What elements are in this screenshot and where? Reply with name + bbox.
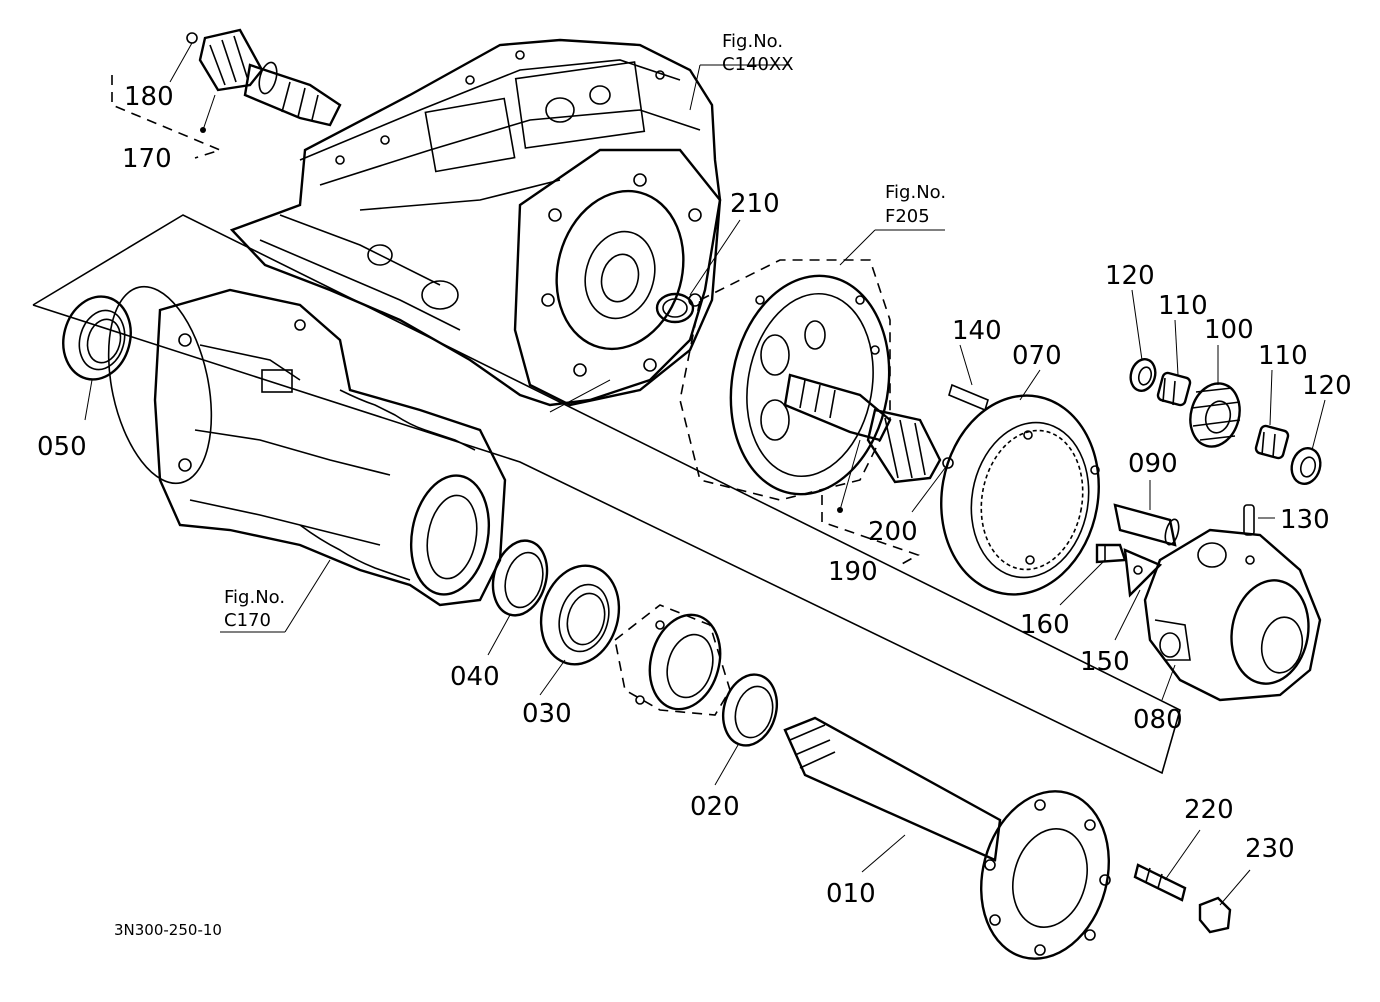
fig-ref-f205: Fig.No. F205 — [885, 182, 946, 227]
pin-140 — [948, 383, 989, 412]
part-label-140: 140 — [952, 316, 1002, 346]
nut-230 — [1198, 896, 1232, 934]
part-label-020: 020 — [690, 792, 740, 822]
gear-100 — [1189, 382, 1241, 448]
pin-130 — [1243, 504, 1255, 536]
group-bracket-190 — [821, 495, 920, 566]
pin-090 — [1113, 503, 1180, 547]
leader-lines — [84, 42, 1326, 906]
fig-ref-c140xx: Fig.No. C140XX — [722, 31, 794, 75]
drawing-code: 3N300-250-10 — [114, 921, 222, 939]
fig-ref-c170-line1: Fig.No. — [224, 587, 285, 608]
fig-ref-f205-line1: Fig.No. — [885, 182, 946, 203]
part-label-110-right: 110 — [1258, 341, 1308, 371]
part-label-190: 190 — [828, 557, 878, 587]
part-label-030: 030 — [522, 699, 572, 729]
seal-020 — [722, 673, 778, 747]
fig-ref-c170-line2: C170 — [224, 610, 271, 631]
group-bracket-170 — [111, 75, 223, 159]
o-ring-210 — [655, 292, 695, 324]
part-label-210: 210 — [730, 189, 780, 219]
ring-gear-070 — [940, 394, 1100, 596]
part-label-180: 180 — [124, 82, 174, 112]
fig-ref-c170: Fig.No. C170 — [224, 587, 285, 631]
part-label-230: 230 — [1245, 834, 1295, 864]
part-label-040: 040 — [450, 662, 500, 692]
seal-050 — [62, 295, 132, 381]
part-label-110-left: 110 — [1158, 291, 1208, 321]
part-label-160: 160 — [1020, 610, 1070, 640]
fig-ref-c140xx-line2: C140XX — [722, 54, 794, 75]
part-label-200: 200 — [868, 517, 918, 547]
bearing-110-right — [1254, 424, 1290, 460]
shaft-190 — [783, 373, 954, 484]
part-label-100: 100 — [1204, 315, 1254, 345]
seal-040 — [491, 539, 549, 617]
bearing-030 — [539, 564, 621, 666]
part-label-090: 090 — [1128, 449, 1178, 479]
fig-ref-f205-line2: F205 — [885, 206, 930, 227]
part-label-130: 130 — [1280, 505, 1330, 535]
part-label-120-right: 120 — [1302, 371, 1352, 401]
washer-120-left — [1129, 358, 1157, 392]
part-label-050: 050 — [37, 432, 87, 462]
assembly-group-frame — [32, 214, 1181, 775]
fig-ref-c140xx-line1: Fig.No. — [722, 31, 783, 52]
part-label-070: 070 — [1012, 341, 1062, 371]
axle-housing — [107, 285, 507, 607]
lock-plate-150 — [1123, 548, 1163, 598]
carrier-housing — [679, 259, 891, 501]
part-label-080: 080 — [1133, 705, 1183, 735]
bearing-110-left — [1156, 371, 1192, 407]
shaft-180 — [186, 28, 342, 127]
washer-120-right — [1290, 447, 1322, 485]
part-label-220: 220 — [1184, 795, 1234, 825]
part-label-010: 010 — [826, 879, 876, 909]
stud-220 — [1133, 863, 1187, 902]
transmission-case — [229, 38, 722, 413]
part-labels: 180 170 210 120 110 100 110 120 140 070 … — [37, 82, 1352, 909]
carrier-080 — [1143, 528, 1322, 702]
axle-shaft-010 — [783, 716, 1111, 960]
part-label-150: 150 — [1080, 647, 1130, 677]
bolt-160 — [1095, 543, 1127, 564]
bearing-housing — [614, 604, 731, 716]
part-label-170: 170 — [122, 144, 172, 174]
part-label-120-left: 120 — [1105, 261, 1155, 291]
